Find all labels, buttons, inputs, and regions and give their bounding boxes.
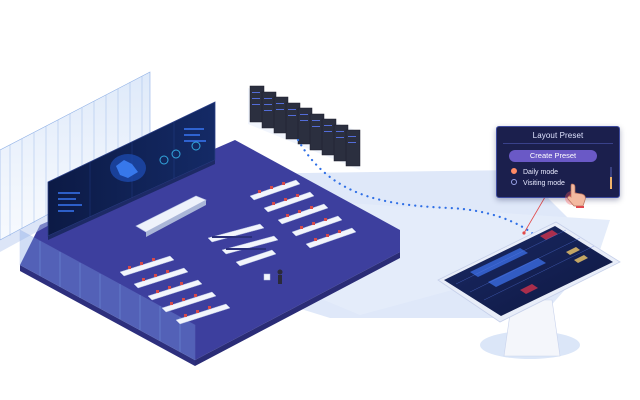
person-figure xyxy=(277,269,283,284)
mode-option-visiting[interactable]: Visiting mode xyxy=(511,179,565,188)
small-stand xyxy=(263,273,271,281)
center-desks-dark xyxy=(212,236,266,250)
room-floor-edge-right xyxy=(195,252,400,366)
popup-scrollbar[interactable] xyxy=(610,167,612,189)
mode-label: Daily mode xyxy=(523,169,559,176)
mode-label: Visiting mode xyxy=(523,180,565,187)
console-monitors xyxy=(128,182,341,317)
mode-option-daily[interactable]: Daily mode xyxy=(511,168,558,177)
popup-divider xyxy=(503,143,613,144)
server-racks xyxy=(248,85,361,170)
console-rows xyxy=(119,179,357,325)
glass-wall-front xyxy=(19,229,196,361)
touch-kiosk xyxy=(437,221,621,359)
create-preset-button[interactable]: Create Preset xyxy=(509,150,597,162)
scrollbar-thumb[interactable] xyxy=(610,177,612,189)
radio-dot-icon xyxy=(511,179,517,186)
radio-dot-icon xyxy=(511,168,517,175)
room-floor-edge xyxy=(20,265,195,366)
video-wall xyxy=(47,101,216,240)
hand-pointer-icon xyxy=(565,183,586,208)
popup-title: Layout Preset xyxy=(532,131,584,140)
layout-preset-popup: Layout Preset Create Preset Daily mode V… xyxy=(496,126,620,198)
